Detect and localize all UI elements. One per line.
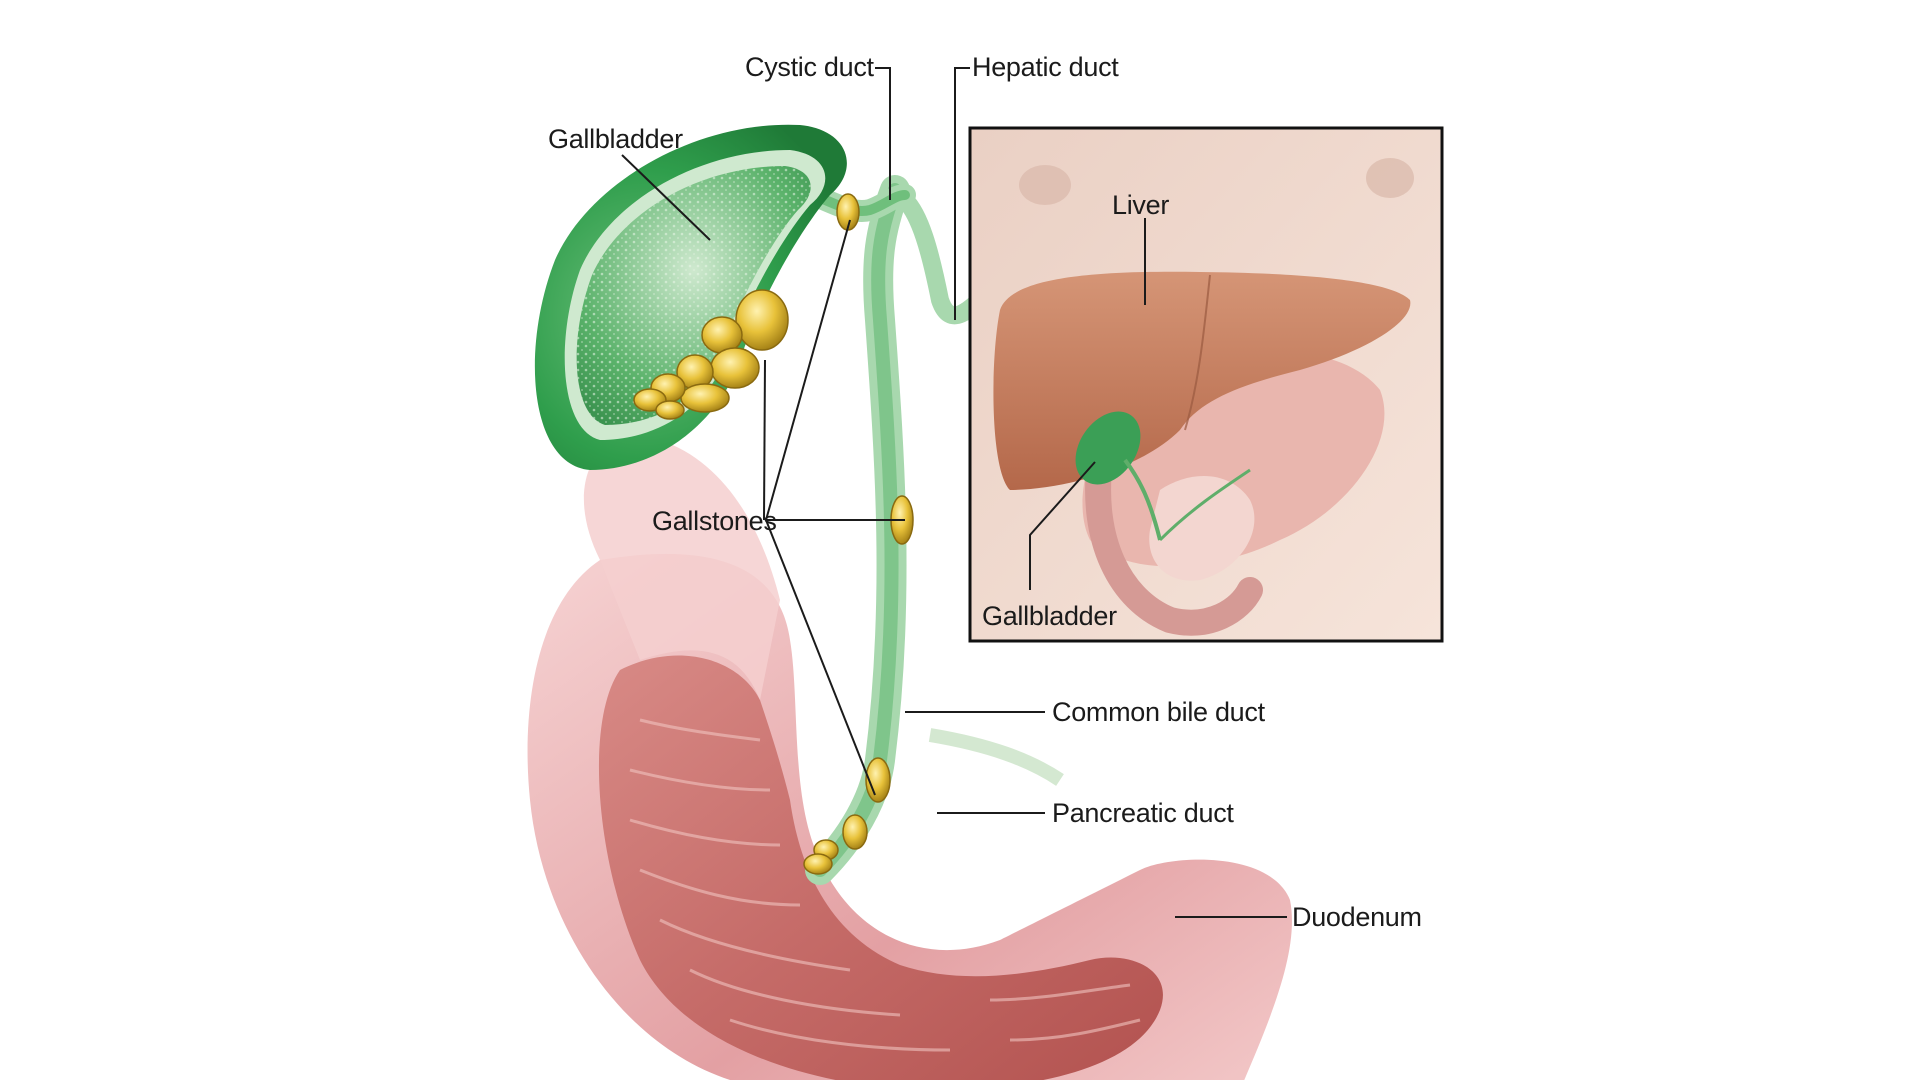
label-gallbladder: Gallbladder [548,124,683,154]
label-cystic-duct: Cystic duct [745,52,875,82]
label-common-bile-duct: Common bile duct [1052,697,1266,727]
gallbladder-illustration [534,124,847,470]
leader-lines [621,67,1287,918]
label-hepatic-duct: Hepatic duct [972,52,1119,82]
label-liver: Liver [1112,190,1169,220]
label-pancreatic-duct: Pancreatic duct [1052,798,1234,828]
label-duodenum: Duodenum [1292,902,1422,932]
inset-panel [968,126,1444,643]
label-gallstones: Gallstones [652,506,777,536]
gallstones-cluster [633,289,789,420]
label-gallbladder-inset: Gallbladder [982,601,1117,631]
duct-gallstones [803,193,914,875]
duodenum-illustration [527,436,1292,1080]
